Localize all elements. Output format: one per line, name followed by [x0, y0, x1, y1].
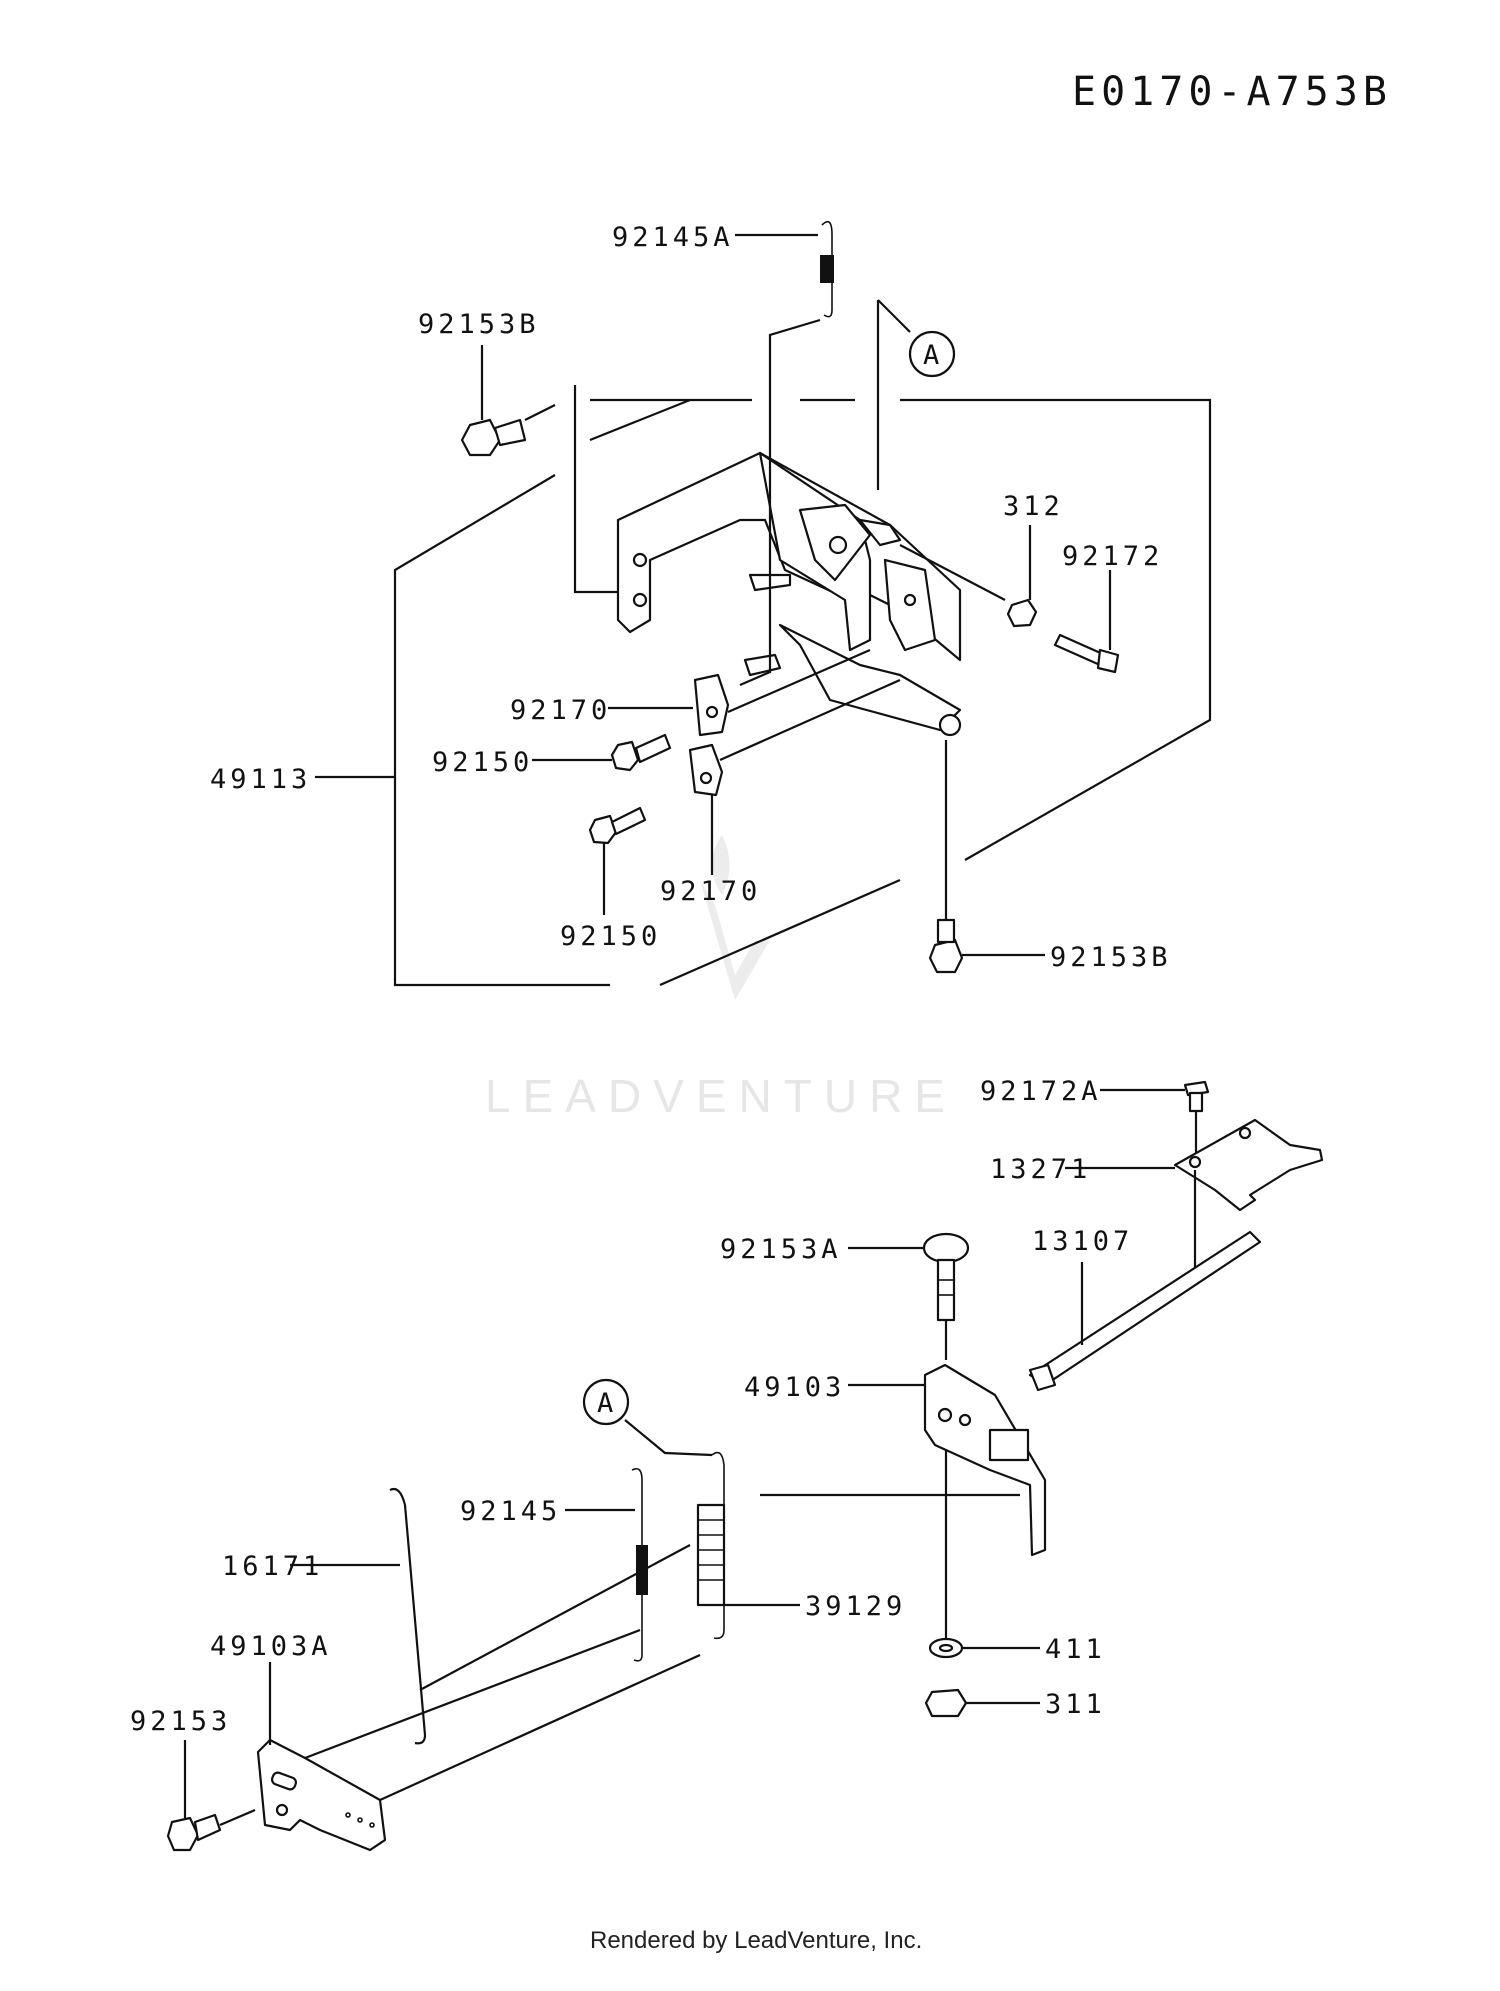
lever-49103A: 49103A [210, 1628, 701, 1852]
diagram-code: E0170-A753B [1072, 69, 1392, 115]
nut-311: 311 [924, 1688, 1106, 1720]
bolt-92153B-bottom: 92153B [928, 740, 1172, 974]
clamp-92170-a: 92170 [510, 648, 871, 737]
label-49113: 49113 [210, 764, 311, 795]
screw-92172A: 92172A [980, 1076, 1210, 1160]
shaft-13107: 13107 [1028, 1226, 1262, 1392]
label-92153: 92153 [130, 1706, 231, 1737]
callout-a-top: A [876, 299, 956, 490]
clamp-92170-b: 92170 [660, 678, 901, 907]
label-92172: 92172 [1062, 541, 1163, 572]
bolt-92153: 92153 [130, 1706, 256, 1852]
label-311: 311 [1045, 1689, 1106, 1720]
watermark: LEADVENTURE [485, 835, 957, 1122]
bolt-92153B-top: 92153B [418, 309, 556, 457]
label-92170-b: 92170 [660, 876, 761, 907]
label-39129: 39129 [805, 1591, 906, 1622]
label-13271: 13271 [990, 1154, 1091, 1185]
control-bracket-49113 [616, 451, 962, 737]
assembly-49113-outline [315, 385, 1212, 987]
spring-92145A: 92145A [612, 220, 834, 687]
label-16171: 16171 [222, 1551, 323, 1582]
label-92150-b: 92150 [560, 921, 661, 952]
callout-a-bottom: A [582, 1378, 713, 1457]
label-92145A: 92145A [612, 222, 734, 253]
label-92145: 92145 [460, 1496, 561, 1527]
plate-13271: 13271 [990, 1118, 1324, 1275]
bolt-92150-b: 92150 [560, 806, 661, 952]
bolt-92150-a: 92150 [432, 733, 672, 778]
label-49103A: 49103A [210, 1631, 332, 1662]
label-92170-a: 92170 [510, 695, 611, 726]
nut-312: 312 [899, 491, 1064, 628]
label-49103: 49103 [744, 1372, 845, 1403]
bolt-92153A: 92153A [720, 1232, 970, 1360]
spring-39129: 39129 [419, 1451, 1020, 1691]
label-92172A: 92172A [980, 1076, 1102, 1107]
screw-92172: 92172 [1053, 541, 1163, 674]
lever-49103: 49103 [744, 1363, 1047, 1640]
svg-text:A: A [923, 340, 943, 371]
spring-92145: 92145 [460, 1467, 648, 1662]
watermark-text: LEADVENTURE [485, 1070, 957, 1122]
label-92153B-bottom: 92153B [1050, 942, 1172, 973]
label-13107: 13107 [1032, 1226, 1133, 1257]
svg-text:A: A [597, 1388, 617, 1419]
label-92153A: 92153A [720, 1234, 842, 1265]
washer-411: 411 [928, 1634, 1106, 1665]
footer-credit: Rendered by LeadVenture, Inc. [590, 1927, 922, 1954]
label-312: 312 [1003, 491, 1064, 522]
label-92150-a: 92150 [432, 747, 533, 778]
label-411: 411 [1045, 1634, 1106, 1665]
label-92153B-top: 92153B [418, 309, 540, 340]
rod-16171: 16171 [222, 1487, 427, 1745]
